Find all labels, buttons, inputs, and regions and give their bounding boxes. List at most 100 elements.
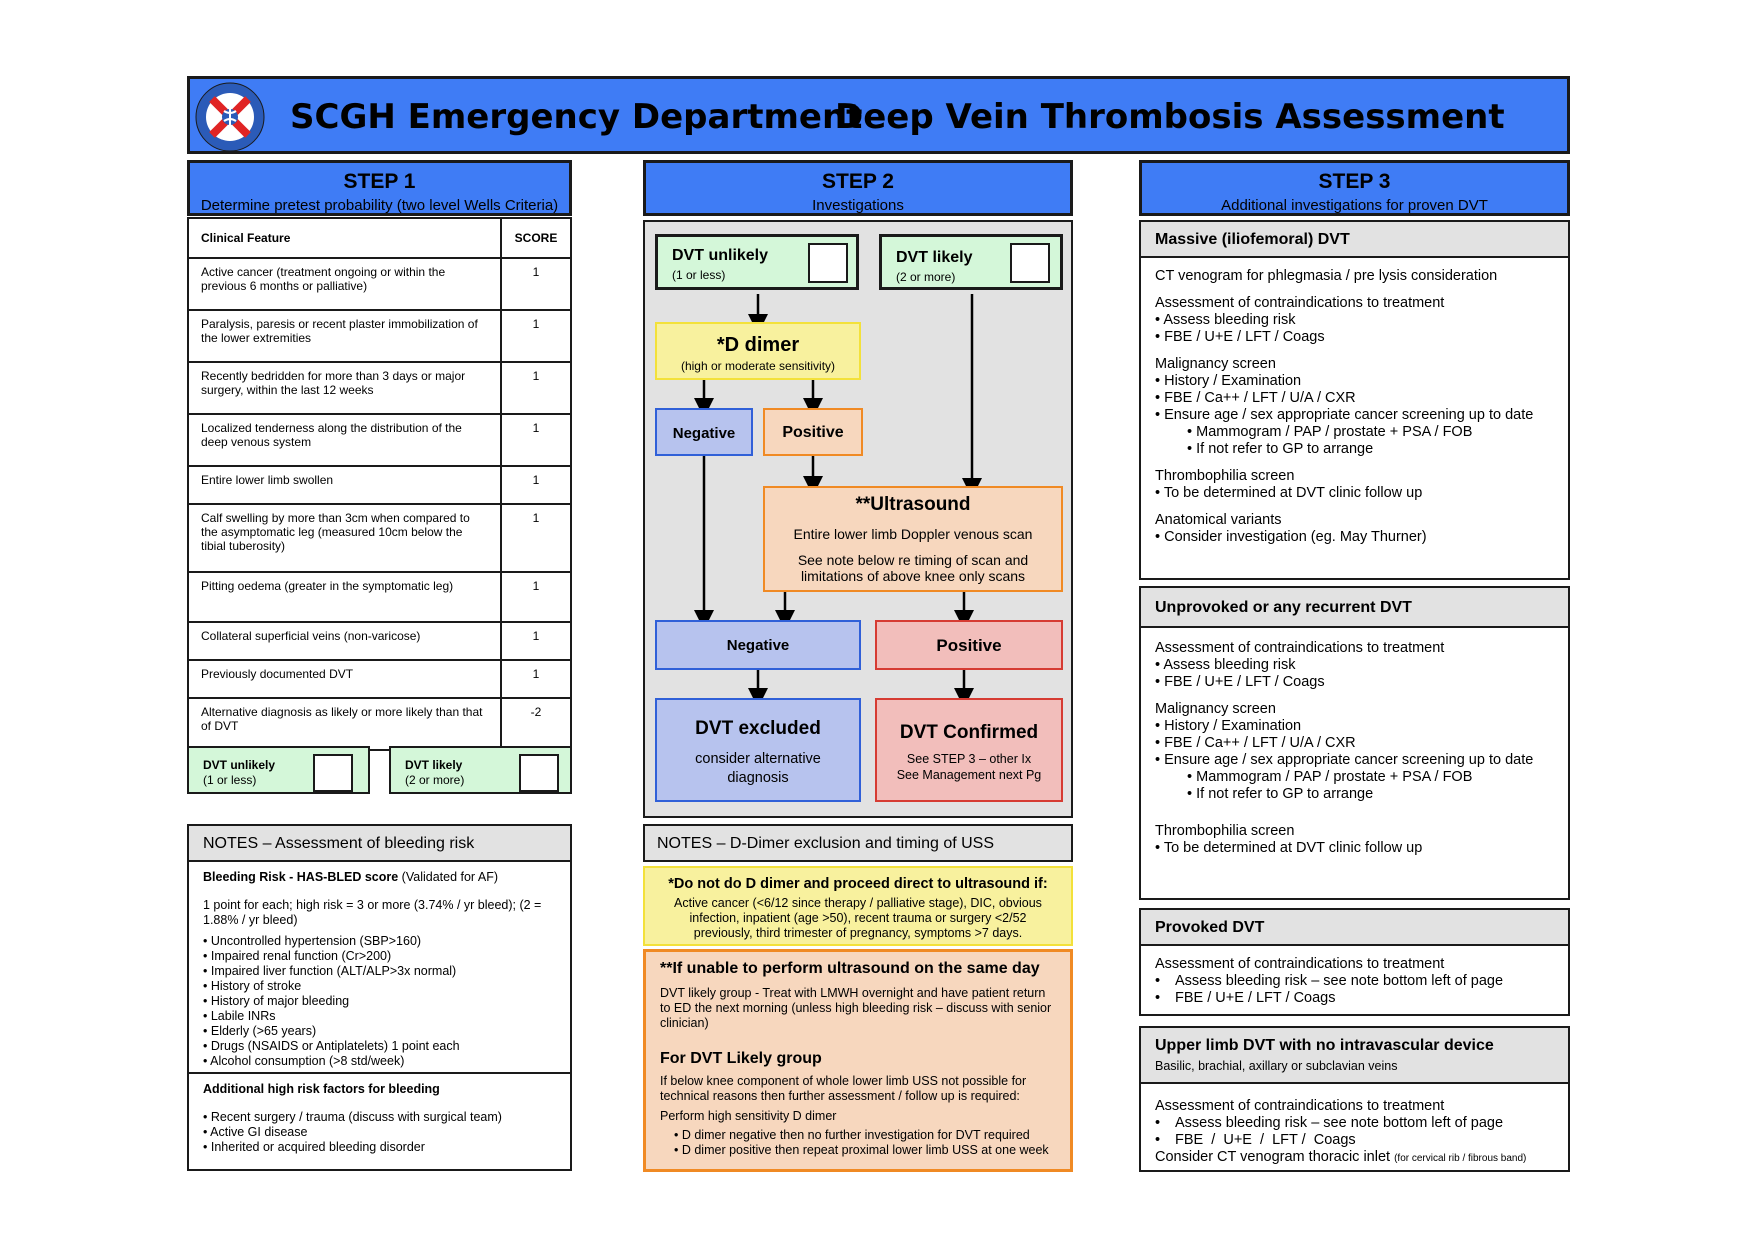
list-item: History / Examination bbox=[1155, 718, 1560, 735]
list-item: Ensure age / sex appropriate cancer scre… bbox=[1155, 407, 1560, 424]
flow-arrows bbox=[694, 294, 982, 708]
has-bled-section: Bleeding Risk - HAS-BLED score (Validate… bbox=[203, 870, 558, 1069]
list-item-text: FBE / U+E / LFT / Coags bbox=[1175, 990, 1336, 1006]
confirmed-sub1: See STEP 3 – other Ix bbox=[906, 752, 1032, 766]
ddimer-title: *D dimer bbox=[716, 334, 800, 356]
list-item: History of major bleeding bbox=[203, 994, 558, 1009]
row-score: 1 bbox=[500, 309, 572, 363]
step1-dvt-likely-box: DVT likely (2 or more) bbox=[389, 746, 572, 794]
additional-risk-title: Additional high risk factors for bleedin… bbox=[203, 1082, 440, 1096]
row-score: 1 bbox=[500, 571, 572, 623]
hospital-emblem bbox=[194, 81, 266, 153]
step3-subtitle: Additional investigations for proven DVT bbox=[1221, 197, 1488, 214]
contra-heading: Assessment of contraindications to treat… bbox=[1155, 1098, 1445, 1114]
bleeding-notes-title: NOTES – Assessment of bleeding risk bbox=[203, 835, 475, 852]
unlikely-sub: (1 or less) bbox=[672, 268, 726, 282]
step2-flowchart: DVT unlikely (1 or less) DVT likely (2 o… bbox=[643, 220, 1073, 818]
likely-sub: (2 or more) bbox=[405, 773, 465, 787]
unprovoked-dvt-panel: Unprovoked or any recurrent DVT Assessme… bbox=[1139, 586, 1570, 900]
list-item: FBE / Ca++ / LFT / U/A / CXR bbox=[1155, 735, 1560, 752]
ddimer-followup-list: D dimer negative then no further investi… bbox=[674, 1128, 1049, 1158]
list-item: Impaired liver function (ALT/ALP>3x norm… bbox=[203, 964, 558, 979]
additional-risk-section: Additional high risk factors for bleedin… bbox=[203, 1082, 558, 1155]
unprovoked-dvt-header: Unprovoked or any recurrent DVT bbox=[1141, 588, 1568, 628]
department-title: SCGH Emergency Department bbox=[290, 97, 863, 137]
ct-thoracic-label: Consider CT venogram thoracic inlet bbox=[1155, 1149, 1391, 1165]
bleeding-notes-header: NOTES – Assessment of bleeding risk bbox=[189, 826, 570, 862]
contra-heading: Assessment of contraindications to treat… bbox=[1155, 295, 1445, 311]
row-feature: Alternative diagnosis as likely or more … bbox=[187, 697, 502, 751]
unlikely-sub: (1 or less) bbox=[203, 773, 257, 787]
list-item: Drugs (NSAIDS or Antiplatelets) 1 point … bbox=[203, 1039, 558, 1054]
dvt-unlikely-checkbox[interactable] bbox=[313, 754, 353, 792]
list-item: •Assess bleeding risk – see note bottom … bbox=[1155, 1115, 1504, 1131]
ddimer-sub: (high or moderate sensitivity) bbox=[680, 359, 836, 373]
thrombophilia-heading: Thrombophilia screen bbox=[1155, 468, 1295, 484]
step1-subtitle: Determine pretest probability (two level… bbox=[200, 197, 559, 214]
list-item: Assess bleeding risk bbox=[1155, 657, 1560, 674]
column-header-feature: Clinical Feature bbox=[187, 217, 502, 259]
list-item: Active GI disease bbox=[203, 1125, 558, 1140]
row-score: 1 bbox=[500, 257, 572, 311]
dvt-unlikely-checkbox[interactable] bbox=[808, 243, 848, 283]
list-item: To be determined at DVT clinic follow up bbox=[1155, 485, 1560, 502]
upper-limb-dvt-header: Upper limb DVT with no intravascular dev… bbox=[1141, 1028, 1568, 1084]
list-item: Mammogram / PAP / prostate + PSA / FOB bbox=[1155, 424, 1560, 441]
column-header-score: SCORE bbox=[500, 217, 572, 259]
table-row: Paralysis, paresis or recent plaster imm… bbox=[187, 309, 572, 363]
malignancy-heading: Malignancy screen bbox=[1155, 356, 1276, 372]
table-row: Calf swelling by more than 3cm when comp… bbox=[187, 503, 572, 573]
row-feature: Recently bedridden for more than 3 days … bbox=[187, 361, 502, 415]
provoked-dvt-panel: Provoked DVT Assessment of contraindicat… bbox=[1139, 908, 1570, 1016]
perform-ddimer: Perform high sensitivity D dimer bbox=[660, 1109, 837, 1123]
list-item: Elderly (>65 years) bbox=[203, 1024, 558, 1039]
timing-box: **If unable to perform ultrasound on the… bbox=[643, 949, 1073, 1172]
list-item: History of stroke bbox=[203, 979, 558, 994]
contra-heading: Assessment of contraindications to treat… bbox=[1155, 640, 1445, 656]
provoked-dvt-title: Provoked DVT bbox=[1155, 919, 1265, 936]
contra-heading: Assessment of contraindications to treat… bbox=[1155, 956, 1445, 972]
list-item-text: Assess bleeding risk – see note bottom l… bbox=[1175, 973, 1504, 989]
us-negative-box: Negative bbox=[655, 620, 861, 670]
positive-label: Positive bbox=[936, 636, 1002, 655]
step1-header: STEP 1 Determine pretest probability (tw… bbox=[187, 160, 572, 216]
list-item: If not refer to GP to arrange bbox=[1155, 786, 1560, 803]
list-item: •FBE / U+E / LFT / Coags bbox=[1155, 990, 1336, 1006]
row-score: 1 bbox=[500, 659, 572, 699]
row-feature: Localized tenderness along the distribut… bbox=[187, 413, 502, 467]
massive-dvt-title: Massive (iliofemoral) DVT bbox=[1155, 231, 1350, 248]
dvt-likely-checkbox[interactable] bbox=[519, 754, 559, 792]
excluded-title: DVT excluded bbox=[695, 718, 821, 739]
list-item: Alcohol consumption (>8 std/week) bbox=[203, 1054, 558, 1069]
table-row: Recently bedridden for more than 3 days … bbox=[187, 361, 572, 415]
list-item: FBE / U+E / LFT / Coags bbox=[1155, 329, 1560, 346]
row-feature: Collateral superficial veins (non-varico… bbox=[187, 621, 502, 661]
upper-limb-dvt-title: Upper limb DVT with no intravascular dev… bbox=[1155, 1037, 1494, 1054]
timing-text: DVT likely group - Treat with LMWH overn… bbox=[660, 986, 1052, 1030]
list-item: FBE / Ca++ / LFT / U/A / CXR bbox=[1155, 390, 1560, 407]
step2-title: STEP 2 bbox=[822, 170, 894, 193]
row-score: 1 bbox=[500, 361, 572, 415]
table-row: Collateral superficial veins (non-varico… bbox=[187, 621, 572, 661]
provoked-dvt-content: Assessment of contraindications to treat… bbox=[1155, 956, 1560, 1007]
dvt-likely-checkbox[interactable] bbox=[1010, 243, 1050, 283]
ddimer-negative-box: Negative bbox=[655, 408, 753, 456]
row-feature: Previously documented DVT bbox=[187, 659, 502, 699]
has-bled-list: Uncontrolled hypertension (SBP>160) Impa… bbox=[203, 934, 558, 1069]
dvt-excluded-box: DVT excluded consider alternative diagno… bbox=[655, 698, 861, 802]
list-item-text: FBE / U+E / LFT / Coags bbox=[1175, 1132, 1356, 1148]
no-ddimer-text: Active cancer (<6/12 since therapy / pal… bbox=[674, 896, 1042, 940]
massive-dvt-header: Massive (iliofemoral) DVT bbox=[1141, 222, 1568, 258]
ddimer-box: *D dimer (high or moderate sensitivity) bbox=[655, 322, 861, 380]
upper-limb-dvt-subtitle: Basilic, brachial, axillary or subclavia… bbox=[1155, 1059, 1398, 1073]
list-item: •Assess bleeding risk – see note bottom … bbox=[1155, 973, 1504, 989]
table-row: Localized tenderness along the distribut… bbox=[187, 413, 572, 467]
row-feature: Active cancer (treatment ongoing or with… bbox=[187, 257, 502, 311]
dvt-confirmed-box: DVT Confirmed See STEP 3 – other Ix See … bbox=[875, 698, 1063, 802]
list-item: Recent surgery / trauma (discuss with su… bbox=[203, 1110, 558, 1125]
row-score: 1 bbox=[500, 621, 572, 661]
negative-label: Negative bbox=[672, 425, 736, 442]
has-bled-note: (Validated for AF) bbox=[401, 870, 499, 884]
